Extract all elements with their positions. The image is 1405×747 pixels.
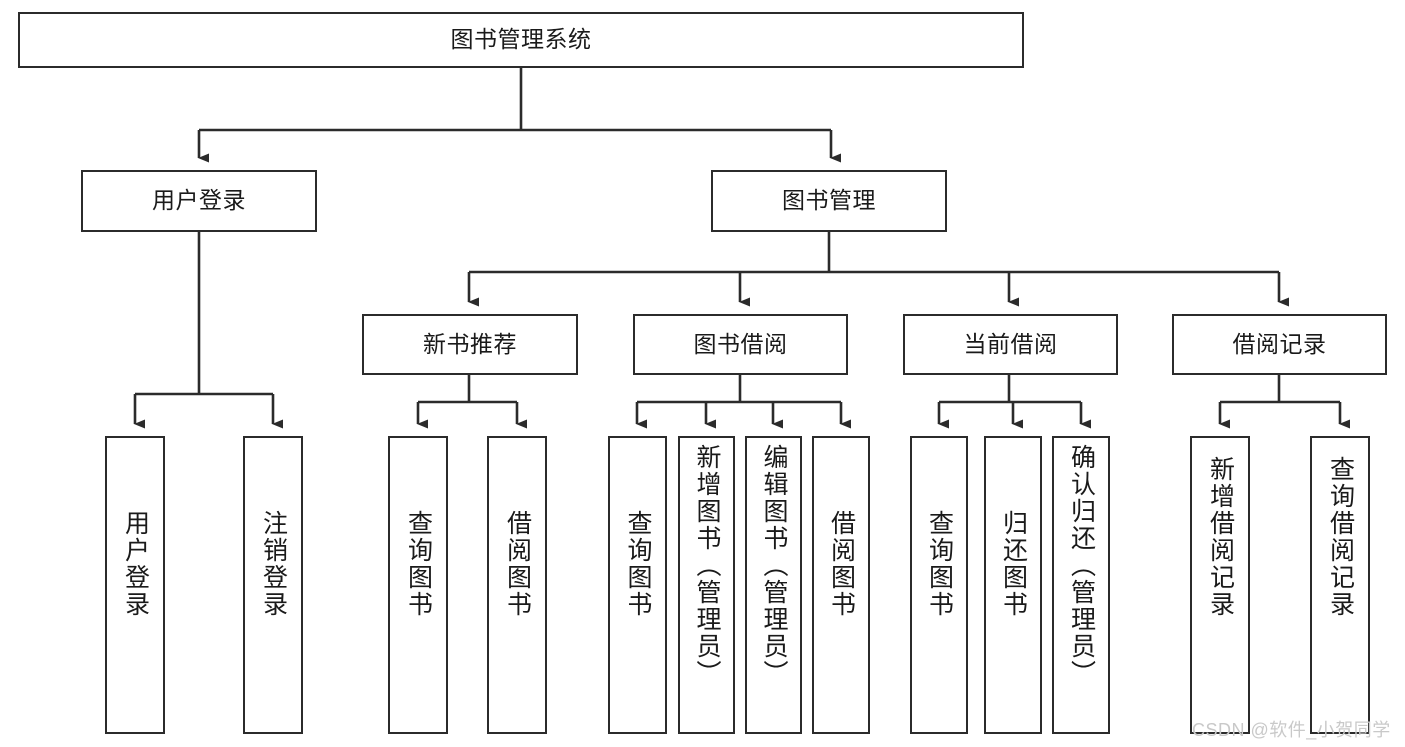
node-label: 当前借阅 [963,330,1058,357]
leaf-query-book-newbook[interactable]: 查询图书 [388,436,448,734]
leaf-user-login[interactable]: 用户登录 [105,436,165,734]
leaf-add-book-admin[interactable]: 新增图书（管理员） [678,436,735,734]
node-label: 注销登录 [259,510,288,618]
node-label: 图书借阅 [693,330,788,357]
node-label: 归还图书 [999,510,1028,618]
watermark-credit: CSDN @软件_小贺同学 [1192,720,1391,740]
leaf-edit-book-admin[interactable]: 编辑图书（管理员） [745,436,802,734]
node-label: 查询图书 [404,510,433,618]
node-book-borrow[interactable]: 图书借阅 [633,314,848,375]
node-label: 用户登录 [152,187,246,214]
node-label: 借阅记录 [1232,330,1327,357]
leaf-query-book-borrow[interactable]: 查询图书 [608,436,667,734]
node-book-management[interactable]: 图书管理 [711,170,947,232]
node-user-login[interactable]: 用户登录 [81,170,317,232]
node-current-borrow[interactable]: 当前借阅 [903,314,1118,375]
leaf-logout[interactable]: 注销登录 [243,436,303,734]
leaf-add-borrow-record[interactable]: 新增借阅记录 [1190,436,1250,734]
leaf-borrow-book-newbook[interactable]: 借阅图书 [487,436,547,734]
node-label: 图书管理系统 [450,26,592,53]
leaf-confirm-return-admin[interactable]: 确认归还（管理员） [1052,436,1110,734]
leaf-query-book-current[interactable]: 查询图书 [910,436,968,734]
node-label: 查询图书 [624,510,652,618]
node-label: 借阅图书 [827,510,856,618]
node-label: 查询借阅记录 [1326,456,1355,618]
node-label: 确认归还（管理员） [1067,444,1096,687]
node-label: 图书管理 [782,187,876,214]
node-label: 新增借阅记录 [1206,456,1235,618]
node-label: 查询图书 [925,510,954,618]
leaf-query-borrow-record[interactable]: 查询借阅记录 [1310,436,1370,734]
leaf-borrow-book[interactable]: 借阅图书 [812,436,870,734]
node-borrow-record[interactable]: 借阅记录 [1172,314,1387,375]
node-label: 新书推荐 [423,330,517,357]
node-new-book-recommend[interactable]: 新书推荐 [362,314,578,375]
node-label: 新增图书（管理员） [693,444,721,687]
node-root-system[interactable]: 图书管理系统 [18,12,1024,68]
leaf-return-book[interactable]: 归还图书 [984,436,1042,734]
node-label: 借阅图书 [503,510,532,618]
node-label: 编辑图书（管理员） [760,444,788,687]
node-label: 用户登录 [121,510,150,618]
